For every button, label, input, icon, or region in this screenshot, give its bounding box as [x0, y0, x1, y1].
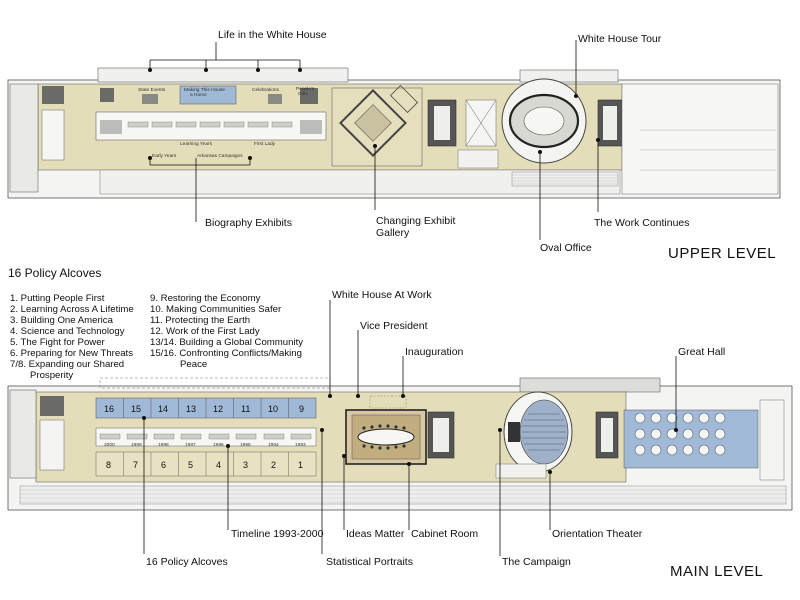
policy-item: Prosperity [30, 370, 73, 381]
timeline-year: 1997 [185, 442, 196, 448]
policy-item: 12. Work of the First Lady [150, 326, 260, 337]
alcove-number: 10 [268, 404, 278, 414]
callout-changing-exhibit: Changing Exhibit [376, 215, 455, 227]
alcove-number: 12 [213, 404, 223, 414]
alcove-number: 2 [271, 460, 276, 470]
callout-timeline: Timeline 1993-2000 [231, 528, 324, 540]
timeline-year: 1996 [213, 442, 224, 448]
room-label-making-home: Making This House [184, 87, 225, 93]
policy-item: 4. Science and Technology [10, 326, 125, 337]
alcove-number: 5 [188, 460, 193, 470]
alcove-number: 16 [104, 404, 114, 414]
timeline-year: 1994 [268, 442, 279, 448]
policy-item: 2. Learning Across A Lifetime [10, 304, 134, 315]
timeline-year: 1998 [158, 442, 169, 448]
room-label-celebrations: Celebrations [252, 87, 280, 93]
policy-item: 5. The Fight for Power [10, 337, 106, 348]
room-label-gifts: People's [296, 86, 315, 92]
room-label-gifts-2: Gifts [298, 91, 308, 97]
room-label-early-years: Early Years [152, 153, 177, 159]
alcove-number: 11 [241, 404, 250, 414]
room-label-state-events: State Events [138, 87, 166, 93]
policy-item: 15/16. Confronting Conflicts/Making [150, 348, 302, 359]
callout-biography-exhibits: Biography Exhibits [205, 217, 292, 229]
policy-item: 9. Restoring the Economy [150, 293, 261, 304]
policy-item: Peace [180, 359, 207, 370]
policy-item: 10. Making Communities Safer [150, 304, 282, 315]
timeline-year: 1999 [131, 442, 142, 448]
callout-life-in-white-house: Life in the White House [218, 29, 327, 41]
callout-statistical-portraits: Statistical Portraits [326, 556, 413, 568]
room-label-arkansas: Arkansas Campaigns [197, 153, 243, 159]
timeline-year: 1995 [240, 442, 251, 448]
callout-oval-office: Oval Office [540, 242, 592, 254]
alcove-number: 14 [158, 404, 168, 414]
callout-changing-exhibit-gallery: Gallery [376, 227, 410, 239]
alcove-number: 3 [243, 460, 248, 470]
timeline-year: 1993 [295, 442, 306, 448]
timeline-year: 2000 [104, 442, 115, 448]
room-label-first-lady: First Lady [254, 141, 276, 147]
main-level-plan: 16 15 14 13 12 11 10 9 2000 1999 1998 19… [7, 289, 793, 580]
callout-white-house-tour: White House Tour [578, 33, 662, 45]
alcove-number: 6 [161, 460, 166, 470]
policy-alcoves-legend: 16 Policy Alcoves 1. Putting People Firs… [8, 266, 303, 381]
callout-vice-president: Vice President [360, 320, 428, 332]
callout-cabinet-room: Cabinet Room [411, 528, 478, 540]
upper-level-plan: State Events Making This House a Home Ce… [7, 29, 781, 262]
callout-great-hall: Great Hall [678, 346, 725, 358]
room-label-learning-years: Learning Years [180, 141, 213, 147]
policy-item: 13/14. Building a Global Community [150, 337, 303, 348]
alcove-number: 7 [133, 460, 138, 470]
callout-inauguration: Inauguration [405, 346, 464, 358]
policy-item: 3. Building One America [10, 315, 114, 326]
alcove-number: 13 [186, 404, 196, 414]
main-level-label: MAIN LEVEL [670, 563, 763, 580]
alcove-number: 9 [299, 404, 304, 414]
callout-white-house-at-work: White House At Work [332, 289, 432, 301]
alcove-number: 15 [131, 404, 141, 414]
callout-orientation-theater: Orientation Theater [552, 528, 643, 540]
callout-the-campaign: The Campaign [502, 556, 571, 568]
alcove-number: 4 [216, 460, 221, 470]
policy-item: 1. Putting People First [10, 293, 105, 304]
callout-work-continues: The Work Continues [594, 217, 690, 229]
policy-item: 6. Preparing for New Threats [10, 348, 133, 359]
policy-item: 11. Protecting the Earth [150, 315, 250, 326]
room-label-making-home-2: a Home [190, 92, 207, 98]
callout-ideas-matter: Ideas Matter [346, 528, 405, 540]
alcove-number: 8 [106, 460, 111, 470]
policy-legend-heading: 16 Policy Alcoves [8, 266, 101, 280]
policy-item: 7/8. Expanding our Shared [10, 359, 124, 370]
callout-policy-alcoves: 16 Policy Alcoves [146, 556, 228, 568]
upper-level-label: UPPER LEVEL [668, 245, 776, 262]
alcove-number: 1 [298, 460, 303, 470]
